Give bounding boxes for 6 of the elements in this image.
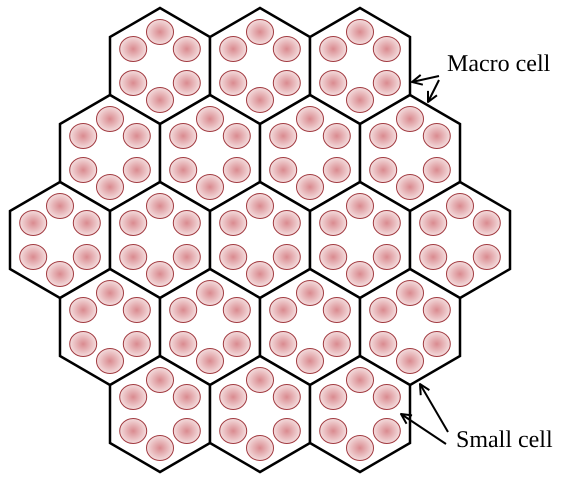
callout-label: Small cell (456, 426, 553, 454)
callout-label: Macro cell (447, 50, 550, 78)
leader-line (419, 383, 449, 432)
leader-line (400, 413, 447, 445)
leader-line (411, 74, 440, 86)
leader-line (427, 80, 440, 103)
